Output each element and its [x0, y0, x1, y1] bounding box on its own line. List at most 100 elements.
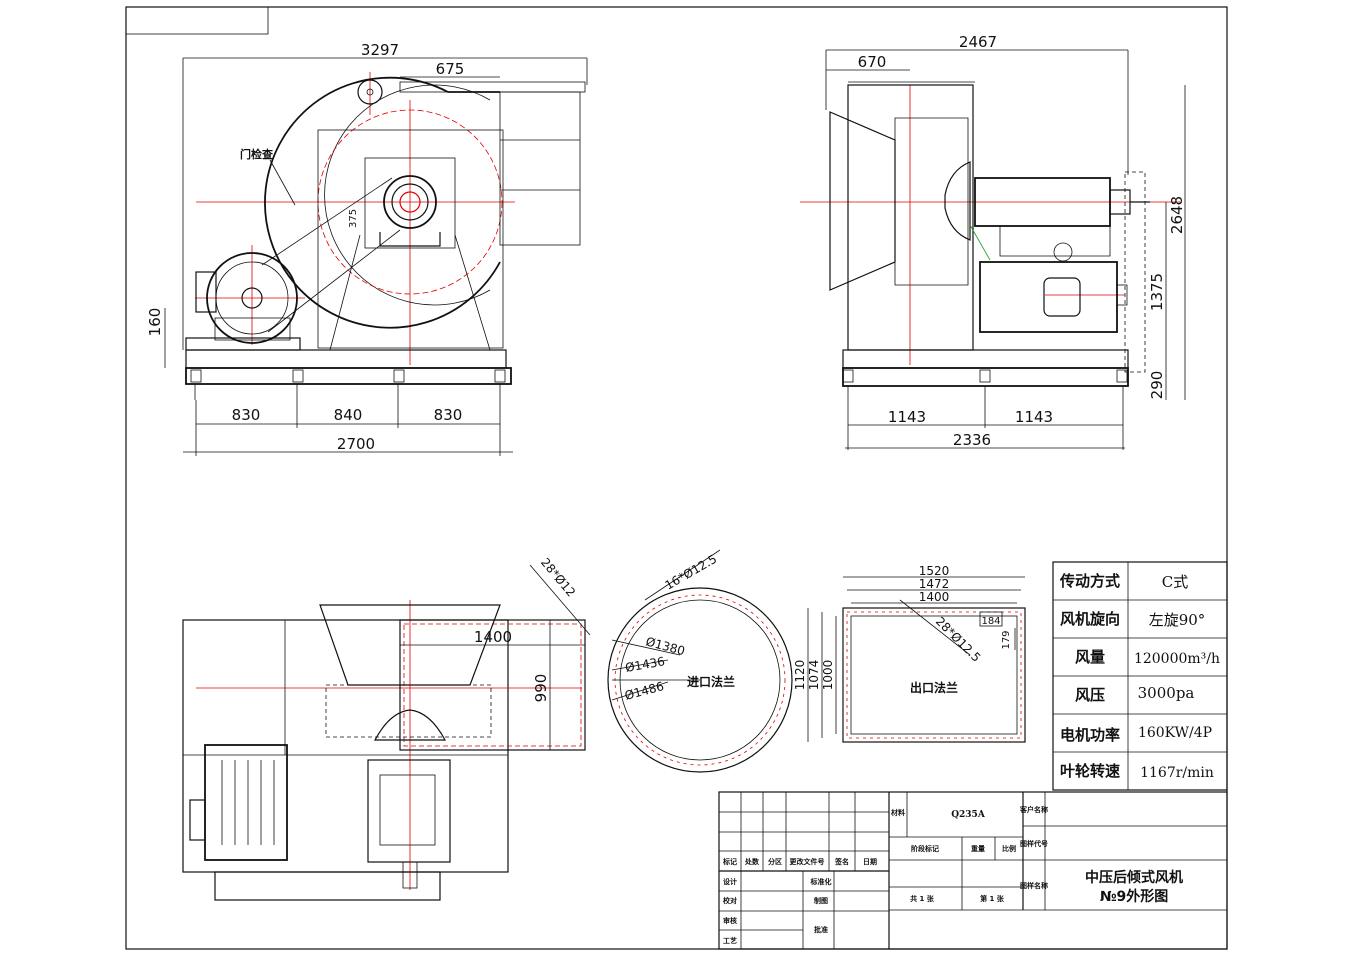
tb-stage-label: 阶段标记 — [911, 844, 939, 853]
outlet-h3: 1000 — [821, 660, 835, 691]
bearing-support — [999, 226, 1111, 257]
tb-date: 日期 — [863, 857, 877, 866]
tb-material-label: 材料 — [890, 808, 905, 817]
drawing-title-line2: №9外形图 — [1100, 888, 1169, 905]
spec-label: 风机旋向 — [1060, 610, 1120, 628]
dim-2467: 2467 — [959, 33, 997, 51]
tb-weight-label: 重量 — [971, 844, 985, 853]
tb-approve: 批准 — [814, 925, 828, 934]
shaft-bearing — [383, 175, 437, 229]
tb-proof: 校对 — [723, 896, 737, 905]
outlet-h1: 1120 — [793, 660, 807, 691]
top-bearing-inner — [379, 774, 436, 846]
door-leader — [269, 159, 296, 206]
outlet-bolt-leader — [899, 599, 971, 656]
side-view: 2467 670 2648 1375 290 1143 1143 2336 — [800, 33, 1186, 450]
inlet-cone — [829, 111, 896, 291]
fan-base — [185, 349, 507, 369]
coupling-guard — [1124, 171, 1146, 373]
outlet-pitch: 184 — [981, 616, 1000, 627]
tb-sheet-no: 第 1 张 — [980, 894, 1005, 903]
dim-2700: 2700 — [337, 435, 375, 453]
dim-3297: 3297 — [361, 41, 399, 59]
side-foundation — [842, 367, 1129, 387]
tb-mark: 标记 — [722, 857, 737, 866]
inlet-flange-label: 进口法兰 — [687, 674, 735, 689]
dim-1143-left: 1143 — [888, 408, 926, 426]
green-guide — [969, 224, 991, 261]
dim-290: 290 — [1148, 371, 1166, 400]
bolt-leader-top — [529, 564, 591, 636]
spec-label: 电机功率 — [1060, 726, 1120, 744]
side-housing — [847, 84, 974, 351]
tb-review: 审核 — [723, 916, 737, 925]
motor-pulley — [206, 252, 298, 344]
corner-box — [125, 6, 269, 35]
side-base — [842, 349, 1129, 369]
spec-label: 叶轮转速 — [1060, 762, 1120, 780]
dim-1375: 1375 — [1148, 273, 1166, 311]
tb-design: 设计 — [723, 877, 737, 886]
impeller-hub — [944, 161, 971, 241]
dim-840: 840 — [334, 406, 363, 424]
tb-scale-label: 比例 — [1002, 844, 1016, 853]
outlet-flange-label: 出口法兰 — [910, 680, 958, 695]
casing-panel — [317, 129, 504, 349]
bearing-ring — [391, 183, 429, 221]
lifting-lug-hole — [366, 88, 374, 96]
bearing-seat — [379, 232, 441, 247]
pitch-box — [979, 611, 1003, 627]
inlet-d3-leader — [611, 681, 669, 701]
motor-lug — [1053, 242, 1073, 262]
spec-label: 风量 — [1075, 648, 1105, 666]
top-view: 1400 990 28*Ø12 — [182, 555, 591, 901]
side-anchor-bolts — [842, 369, 1128, 383]
tb-count: 处数 — [744, 857, 760, 866]
dim-990: 990 — [532, 674, 550, 703]
dim-160: 160 — [146, 308, 164, 337]
outlet-h2: 1074 — [807, 660, 821, 691]
spec-value: C式 — [1162, 573, 1188, 591]
spec-table: 传动方式 C式 风机旋向 左旋90° 风量 120000m³/h 风压 3000… — [1052, 561, 1228, 791]
spec-value: 1167r/min — [1140, 765, 1214, 781]
side-motor — [979, 261, 1118, 333]
dim-675: 675 — [436, 60, 465, 78]
dim-375: 375 — [348, 209, 359, 228]
dim-1143-right: 1143 — [1015, 408, 1053, 426]
outlet-flange — [399, 81, 586, 93]
inlet-bolt-spec: 16*Ø12.5 — [663, 552, 720, 593]
belt-lower — [267, 229, 401, 333]
motor-shaft — [241, 287, 263, 309]
inlet-d2-leader — [611, 659, 669, 671]
top-bolt-spec: 28*Ø12 — [538, 555, 578, 599]
volute-casing — [264, 76, 501, 329]
label-inspection-door: 门检查 — [240, 147, 273, 161]
dim-2336: 2336 — [953, 431, 991, 449]
inlet-d1: Ø1380 — [644, 634, 686, 658]
dim-670: 670 — [858, 53, 887, 71]
top-impeller — [325, 684, 492, 738]
sheet-border — [125, 6, 1228, 950]
tb-standard: 标准化 — [810, 877, 832, 886]
tb-material-value: Q235A — [951, 810, 986, 820]
spec-value: 120000m³/h — [1134, 651, 1220, 667]
dim-830-right: 830 — [434, 406, 463, 424]
tb-drawing-name-label: 图样名称 — [1020, 881, 1048, 890]
top-shaft — [402, 861, 418, 889]
outlet-flange-inner — [850, 615, 1018, 735]
spec-label: 传动方式 — [1059, 572, 1120, 590]
outlet-flange-view: 1520 1472 1400 1120 1074 1000 28*Ø12.5 1… — [793, 564, 1026, 743]
tb-change-doc: 更改文件号 — [790, 857, 825, 866]
top-motor — [204, 744, 288, 861]
inlet-bolt-leader — [644, 549, 721, 601]
motor-terminal — [195, 271, 217, 313]
anchor-bolts — [190, 369, 506, 383]
side-scroll — [894, 117, 969, 286]
inlet-flange-view: Ø1380 Ø1436 Ø1486 16*Ø12.5 进口法兰 — [607, 549, 793, 773]
inlet-flange-outer — [607, 587, 793, 773]
outlet-duct — [499, 91, 581, 246]
tb-process: 工艺 — [723, 936, 737, 945]
support-strut — [329, 234, 361, 351]
